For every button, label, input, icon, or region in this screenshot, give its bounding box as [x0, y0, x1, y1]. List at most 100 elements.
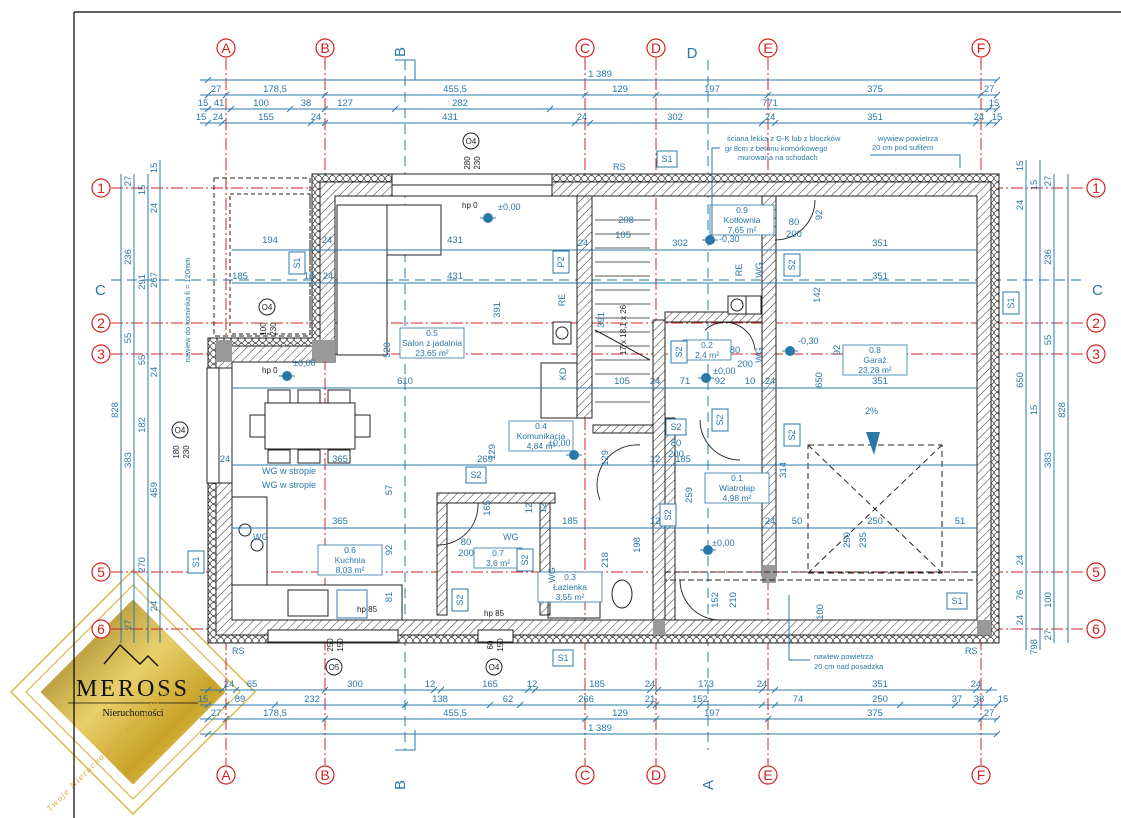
dimension-value: 15	[137, 185, 148, 196]
room-label-box	[537, 571, 603, 603]
dimension-tick	[696, 701, 704, 709]
interior-dimension: 105	[615, 230, 631, 241]
interior-dimension: 80	[461, 537, 472, 548]
room-number: 0.6	[344, 545, 356, 555]
dimension-value: 459	[149, 482, 160, 498]
annotation-hp85a: hp 85	[357, 605, 378, 614]
dimension-tick	[646, 701, 654, 709]
fireplace	[552, 321, 572, 345]
dimension-tick	[652, 715, 660, 723]
interior-dimension: 57	[384, 485, 395, 496]
stair-arrow	[594, 329, 651, 361]
doors	[436, 199, 816, 621]
dimension-tick	[430, 686, 438, 694]
dimension-tick	[321, 91, 329, 99]
dimension-value: 152	[692, 694, 708, 705]
door-swing	[679, 579, 721, 621]
wall-tag-box	[783, 423, 801, 447]
axis-label: 2	[97, 315, 105, 331]
axis-marker	[575, 765, 595, 785]
interior-wall	[436, 502, 448, 616]
dimension-value: 236	[1043, 249, 1054, 265]
dimension-value: 24	[1015, 200, 1026, 211]
dimension-value: 232	[304, 694, 320, 705]
dimension-tick	[581, 91, 589, 99]
dimension-value: 236	[123, 249, 134, 265]
dimension-value: 185	[589, 679, 605, 690]
axis-label: D	[651, 767, 661, 783]
dimension-value: 165	[482, 679, 498, 690]
section-label: B	[392, 780, 409, 790]
annotation-lvl4: ±0,00	[713, 366, 735, 376]
dimension-value: 24	[149, 367, 160, 378]
room-area: 4,84 m²	[527, 441, 556, 451]
room-name: Łazienka	[553, 582, 587, 592]
dimension-value: 15	[149, 163, 160, 174]
dimension-value: 351	[867, 112, 883, 123]
axis-marker	[91, 562, 111, 582]
car-cross	[807, 444, 943, 574]
dimension-value: 38	[301, 98, 312, 109]
interior-dimension: 200	[458, 548, 474, 559]
section-cut	[395, 59, 416, 80]
dimension-value: 178,5	[263, 84, 287, 95]
column	[762, 565, 776, 583]
wall-type-tag: S1	[191, 556, 201, 567]
dimension-value: 828	[110, 402, 121, 418]
interior-dimension: 200	[668, 449, 684, 460]
dimension-value: 178,5	[263, 708, 287, 719]
dimension-tick	[204, 76, 212, 84]
annotation-wg5: WG	[754, 347, 764, 363]
room-number: 0.7	[492, 548, 504, 558]
interior-dimension: 391	[596, 312, 607, 328]
stove-burner	[250, 538, 264, 552]
dimension-value: 27	[984, 708, 995, 719]
wall-type-tag: S2	[455, 594, 465, 605]
section-label: B	[392, 47, 409, 57]
interior-dimension: 431	[447, 271, 463, 282]
dimension-tick	[321, 686, 329, 694]
room-number: 0.4	[535, 421, 547, 431]
annotation-wg_strop1: WG w stropie	[262, 466, 316, 476]
dimension-tick	[321, 119, 329, 127]
dimension-value: 375	[867, 708, 883, 719]
interior-dimension: 92	[384, 545, 395, 556]
dimension-tick	[204, 91, 212, 99]
dimension-tick	[204, 730, 212, 738]
dimension-tick	[218, 686, 226, 694]
dimension-value: 173	[698, 679, 714, 690]
dimension-value: 55	[123, 333, 134, 344]
dimension-value: 1 389	[588, 69, 612, 80]
annotation-hp85b: hp 85	[484, 609, 505, 618]
interior-dimension: 185	[562, 516, 578, 527]
dimension-value: 89	[235, 694, 246, 705]
interior-dimension: 71	[680, 376, 691, 387]
interior-dimension: 24	[322, 235, 333, 246]
interior-dimension: 92	[814, 210, 825, 221]
wall-tag-box	[288, 251, 306, 275]
sofa-side	[336, 204, 388, 356]
sheet-frame	[73, 11, 1121, 818]
chair	[327, 449, 351, 464]
window-tag-circle	[171, 421, 189, 439]
dimension-value: 455,5	[443, 708, 467, 719]
interior-dimension: 80	[730, 345, 741, 356]
stair-wall	[576, 195, 593, 419]
dimension-tick	[571, 119, 579, 127]
axis-marker	[315, 38, 335, 58]
dimension-tick	[586, 119, 594, 127]
interior-dimension: 105	[614, 376, 630, 387]
dimension-tick	[993, 119, 1001, 127]
interior-dimension: 198	[632, 537, 643, 553]
door-swing	[596, 444, 641, 501]
window-width: 250	[326, 638, 335, 652]
dimension-tick	[204, 715, 212, 723]
room-label-box	[317, 544, 383, 576]
wall-type-tag: S2	[674, 346, 684, 357]
interior-dimension: 80	[671, 438, 682, 449]
axis-marker	[1086, 313, 1106, 333]
dimension-value: 798	[1029, 639, 1040, 655]
annotation-kd: KD	[558, 367, 568, 380]
dimension-value: 155	[258, 112, 274, 123]
